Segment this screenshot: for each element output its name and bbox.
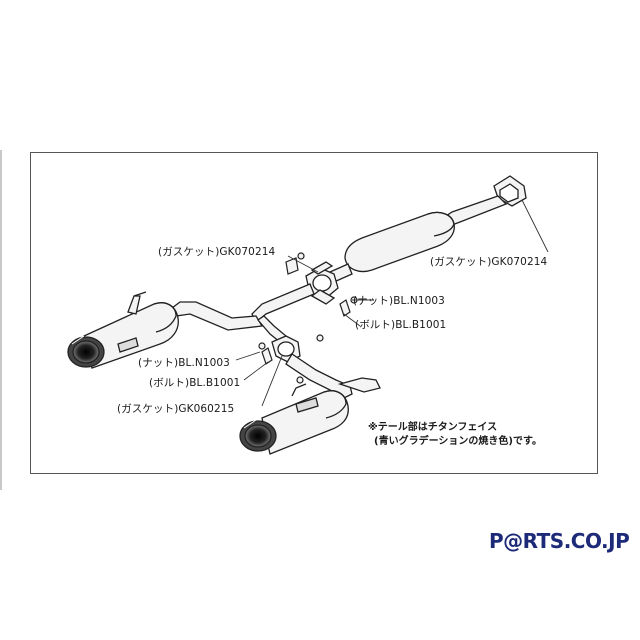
nut-label-left: (ナット)BL.N1003 <box>138 357 230 369</box>
y-pipe <box>171 283 315 343</box>
gasket-label-upper-right: (ガスケット)GK070214 <box>430 256 548 268</box>
gasket-label-upper-left: (ガスケット)GK070214 <box>158 246 276 258</box>
gasket-label-lower: (ガスケット)GK060215 <box>117 403 235 415</box>
note-line-2: (青いグラデーションの焼き色)です。 <box>374 436 542 447</box>
left-edge-line <box>0 150 2 490</box>
right-silencer <box>261 383 349 455</box>
leader-lines <box>235 199 549 407</box>
bolts-and-nuts <box>258 252 358 384</box>
right-tail-tip <box>239 419 277 452</box>
note-line-1: ※テール部はチタンフェイス <box>368 422 498 433</box>
center-muffler <box>329 211 455 283</box>
nut-label-right: (ナット)BL.N1003 <box>353 295 445 307</box>
diagram-frame <box>30 152 598 474</box>
bolt-label-left: (ボルト)BL.B1001 <box>149 377 241 389</box>
parts-co-jp-logo: P@RTS.CO.JP <box>489 529 630 553</box>
left-tail-tip <box>67 335 105 368</box>
lower-pipe <box>285 353 381 399</box>
left-silencer <box>83 291 179 369</box>
bolt-label-right: (ボルト)BL.B1001 <box>355 319 447 331</box>
